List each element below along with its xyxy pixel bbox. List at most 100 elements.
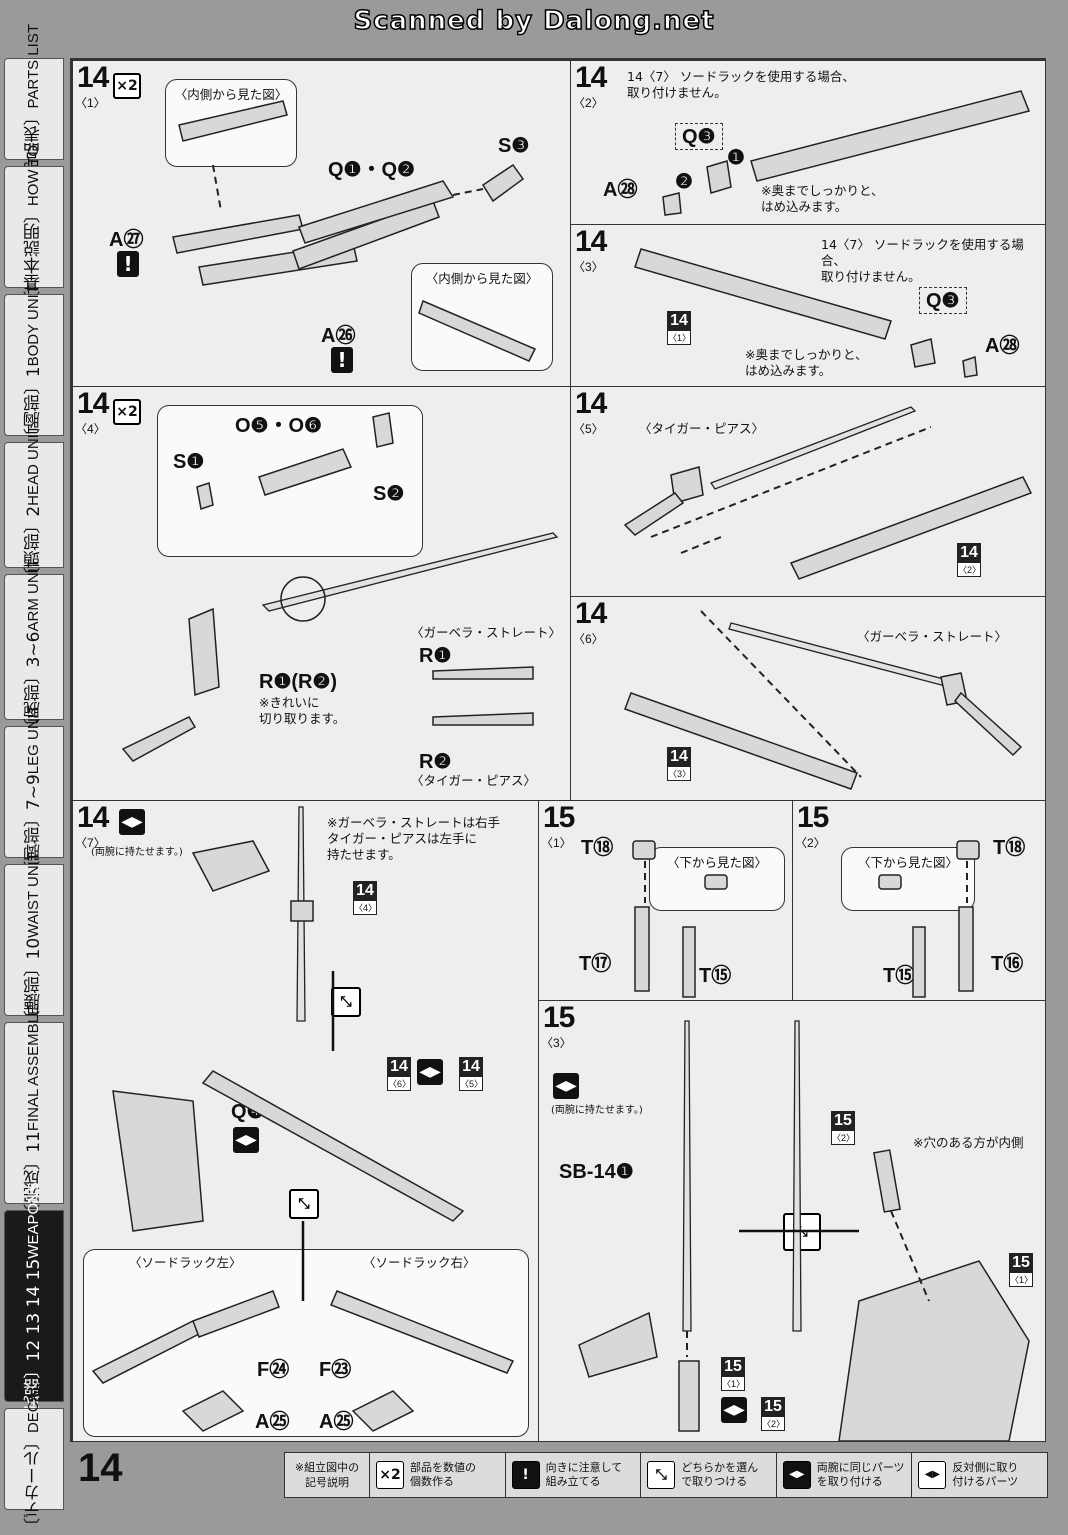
assembly-drawing bbox=[623, 406, 1033, 580]
part-label: Q❸ bbox=[919, 287, 967, 314]
step-number: 15 bbox=[543, 1001, 575, 1034]
step-15-3: 15 〈3〉 ◀▶ (両腕に持たせます。) SB-14❶ ※穴のある方が内側 1… bbox=[538, 1000, 1046, 1442]
assembly-drawing bbox=[624, 610, 1023, 790]
legend-caption: ※組立図中の 記号説明 bbox=[285, 1453, 370, 1497]
step-sub: 〈2〉 bbox=[795, 836, 826, 850]
rack-right-label: 〈ソードラック右〉 bbox=[363, 1255, 476, 1270]
step-14-1: 14 〈1〉 ×2 〈内側から見た図〉 〈内側から見た図〉 Q❶・Q❷ S❸ A… bbox=[72, 60, 572, 388]
step-ref: 15〈1〉 bbox=[1009, 1253, 1034, 1287]
step-number: 14 bbox=[575, 387, 607, 420]
step-number: 14 bbox=[575, 61, 607, 94]
part-label: A㉘ bbox=[603, 179, 638, 201]
step-sub: 〈2〉 bbox=[573, 96, 604, 110]
step-ref: 15〈2〉 bbox=[761, 1397, 786, 1431]
part-label: T⑰ bbox=[579, 953, 612, 975]
step-14-3: 14 〈3〉 14〈7〉 ソードラックを使用する場合、 取り付けません。 Q❸ … bbox=[570, 224, 1046, 388]
part-label: T⑮ bbox=[883, 965, 916, 987]
part-label: Q❶・Q❷ bbox=[328, 159, 415, 181]
hole-note: ※穴のある方が内側 bbox=[913, 1135, 1024, 1150]
step-order-1: ❶ bbox=[727, 147, 745, 169]
page-number: 14 bbox=[78, 1446, 123, 1490]
tab-leg-unit[interactable]: 〔脚部〕7~9LEG UNIT bbox=[4, 705, 64, 879]
warning-icon: ! bbox=[331, 347, 353, 373]
rack-left-label: 〈ソードラック左〉 bbox=[129, 1255, 242, 1270]
label-gerbera: 〈ガーベラ・ストレート〉 bbox=[411, 625, 562, 640]
warning-icon: ! bbox=[511, 1461, 540, 1489]
choose-icon: ⤡ bbox=[647, 1461, 676, 1489]
section-tabs: 〔部品表〕PARTS LIST 〔基本説明〕HOW TO 〔胸部〕1BODY U… bbox=[0, 24, 66, 1535]
step-ref: 14〈4〉 bbox=[353, 881, 378, 915]
assembly-drawing bbox=[578, 1020, 1030, 1441]
step-14-2: 14 〈2〉 14〈7〉 ソードラックを使用する場合、 取り付けません。 Q❸ … bbox=[570, 60, 1046, 226]
tab-final-assemble[interactable]: 〔完成〕11FINAL ASSEMBLE bbox=[4, 1005, 64, 1221]
assembly-drawing bbox=[634, 248, 978, 378]
step-14-5: 14 〈5〉 〈タイガー・ピアス〉 14〈2〉 bbox=[570, 386, 1046, 598]
both-arms-icon: ◀▶ bbox=[553, 1073, 579, 1099]
label-tiger: 〈タイガー・ピアス〉 bbox=[639, 421, 765, 436]
step-ref: 14〈3〉 bbox=[667, 747, 692, 781]
part-label: A㉘ bbox=[985, 335, 1020, 357]
fit-note: ※奥までしっかりと、 はめ込みます。 bbox=[745, 347, 868, 378]
assembly-drawing bbox=[878, 840, 980, 998]
step-ref: 14〈6〉 bbox=[387, 1057, 412, 1091]
assembly-drawing bbox=[172, 100, 537, 362]
part-label: A㉗ bbox=[109, 229, 144, 251]
label-gerbera: 〈ガーベラ・ストレート〉 bbox=[857, 629, 1008, 644]
tab-weapons[interactable]: 〔武器〕12 13 14 15WEAPONS bbox=[4, 1182, 64, 1430]
tab-head-unit[interactable]: 〔頭部〕2HEAD UNIT bbox=[4, 425, 64, 585]
tab-waist-unit[interactable]: 〔腰部〕10WAIST UNIT bbox=[4, 852, 64, 1028]
label-tiger: 〈タイガー・ピアス〉 bbox=[411, 773, 537, 788]
step-ref: 14〈2〉 bbox=[957, 543, 982, 577]
step-number: 14 bbox=[575, 225, 607, 258]
fit-note: ※奥までしっかりと、 はめ込みます。 bbox=[761, 183, 884, 214]
step-number: 14 bbox=[77, 387, 109, 420]
assembly-drawing bbox=[662, 90, 1031, 216]
part-label: A㉕ bbox=[255, 1411, 290, 1433]
both-arms-icon: ◀▶ bbox=[119, 809, 145, 835]
step-number: 15 bbox=[543, 801, 575, 834]
watermark: Scanned by Dalong.net bbox=[353, 5, 715, 37]
step-number: 14 bbox=[575, 597, 607, 630]
tab-decal[interactable]: 〔デカール〕DECAL bbox=[4, 1383, 64, 1535]
step-sub: 〈6〉 bbox=[573, 632, 604, 646]
tab-body-unit[interactable]: 〔胸部〕1BODY UNIT bbox=[4, 285, 64, 445]
step-14-6: 14 〈6〉 〈ガーベラ・ストレート〉 14〈3〉 bbox=[570, 596, 1046, 802]
warning-icon: ! bbox=[117, 251, 139, 277]
step-ref: 15〈2〉 bbox=[831, 1111, 856, 1145]
step-sub: 〈3〉 bbox=[573, 260, 604, 274]
bottom-view-callout: 〈下から見た図〉 bbox=[841, 847, 975, 911]
tab-arm-unit[interactable]: 〔腕部〕3~6ARM UNIT bbox=[4, 559, 64, 735]
part-label: F㉓ bbox=[319, 1359, 352, 1381]
tab-parts-list[interactable]: 〔部品表〕PARTS LIST bbox=[4, 24, 64, 194]
part-label: R❷ bbox=[419, 751, 452, 773]
step-ref: 14〈5〉 bbox=[459, 1057, 484, 1091]
assembly-drawing bbox=[91, 806, 515, 1432]
legend-item: ◀▶両腕に同じパーツ を取り付ける bbox=[777, 1453, 913, 1497]
part-label: T⑮ bbox=[699, 965, 732, 987]
usage-note: 14〈7〉 ソードラックを使用する場合、 取り付けません。 bbox=[627, 69, 855, 100]
part-label: T⑱ bbox=[581, 837, 614, 859]
step-sub: 〈7〉 bbox=[75, 836, 106, 850]
step-sub: 〈4〉 bbox=[75, 422, 106, 436]
step-14-4: 14 〈4〉 ×2 O❺・O❻ S❶ S❷ R❶(R❷) ※きれいに 切り取りま… bbox=[72, 386, 572, 802]
step-order-2: ❷ bbox=[675, 171, 693, 193]
part-label: S❸ bbox=[498, 135, 530, 157]
step-number: 15 bbox=[797, 801, 829, 834]
step-ref: 14〈1〉 bbox=[667, 311, 692, 345]
part-label: Q❸ bbox=[675, 123, 723, 150]
step-15-1: 15 〈1〉 T⑱ 〈下から見た図〉 T⑰ T⑮ bbox=[538, 800, 794, 1002]
opposite-icon: ◀▶ bbox=[721, 1397, 747, 1423]
both-arms-icon: ◀▶ bbox=[233, 1127, 259, 1153]
part-label: T⑯ bbox=[991, 953, 1024, 975]
step-15-2: 15 〈2〉 T⑱ 〈下から見た図〉 T⑯ T⑮ bbox=[792, 800, 1046, 1002]
tab-how-to[interactable]: 〔基本説明〕HOW TO bbox=[4, 145, 64, 309]
step-ref: 15〈1〉 bbox=[721, 1357, 746, 1391]
part-label: S❷ bbox=[373, 483, 405, 505]
legend-item: ⤡どちらかを選ん で取りつける bbox=[641, 1453, 777, 1497]
step-number: 14 bbox=[77, 801, 109, 834]
part-label: T⑱ bbox=[993, 837, 1026, 859]
opposite-icon: ◀▶ bbox=[417, 1059, 443, 1085]
step-sub: 〈3〉 bbox=[541, 1036, 572, 1050]
